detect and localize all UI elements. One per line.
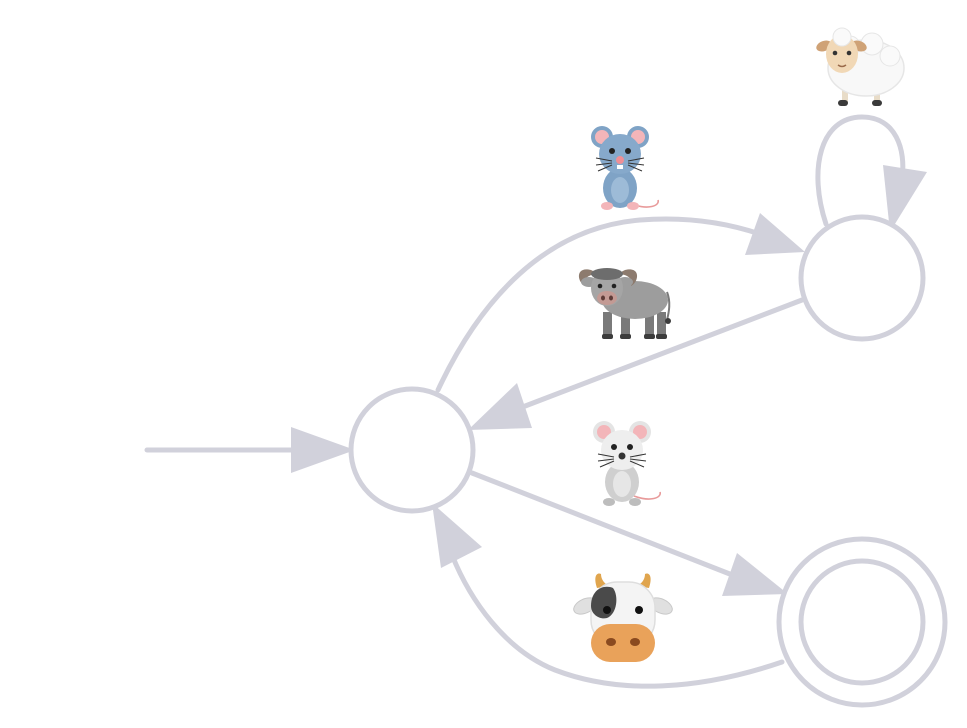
rat-icon bbox=[593, 421, 661, 506]
upper-to-start-arrowhead bbox=[468, 383, 532, 430]
start-to-upper-arrowhead bbox=[745, 213, 805, 255]
state-upper bbox=[798, 214, 926, 342]
transition-upper-self bbox=[815, 114, 927, 232]
transition-upper-to-start bbox=[468, 297, 805, 430]
state-start bbox=[348, 386, 476, 514]
initial-transition bbox=[144, 427, 355, 473]
transition-final-to-start bbox=[432, 503, 785, 689]
cow-face-icon bbox=[573, 573, 673, 662]
mouse-icon bbox=[591, 126, 659, 210]
transition-start-to-final bbox=[469, 470, 788, 596]
initial-arrowhead bbox=[291, 427, 355, 473]
state-final bbox=[776, 536, 948, 708]
transition-start-to-upper bbox=[435, 213, 805, 393]
sheep-icon bbox=[816, 27, 905, 106]
final-to-start-arrowhead bbox=[432, 503, 482, 568]
start-to-final-arrowhead bbox=[722, 553, 788, 596]
water-buffalo-icon bbox=[578, 268, 671, 339]
self-loop-arrowhead bbox=[883, 165, 927, 232]
state-final-inner-ring bbox=[798, 558, 926, 686]
